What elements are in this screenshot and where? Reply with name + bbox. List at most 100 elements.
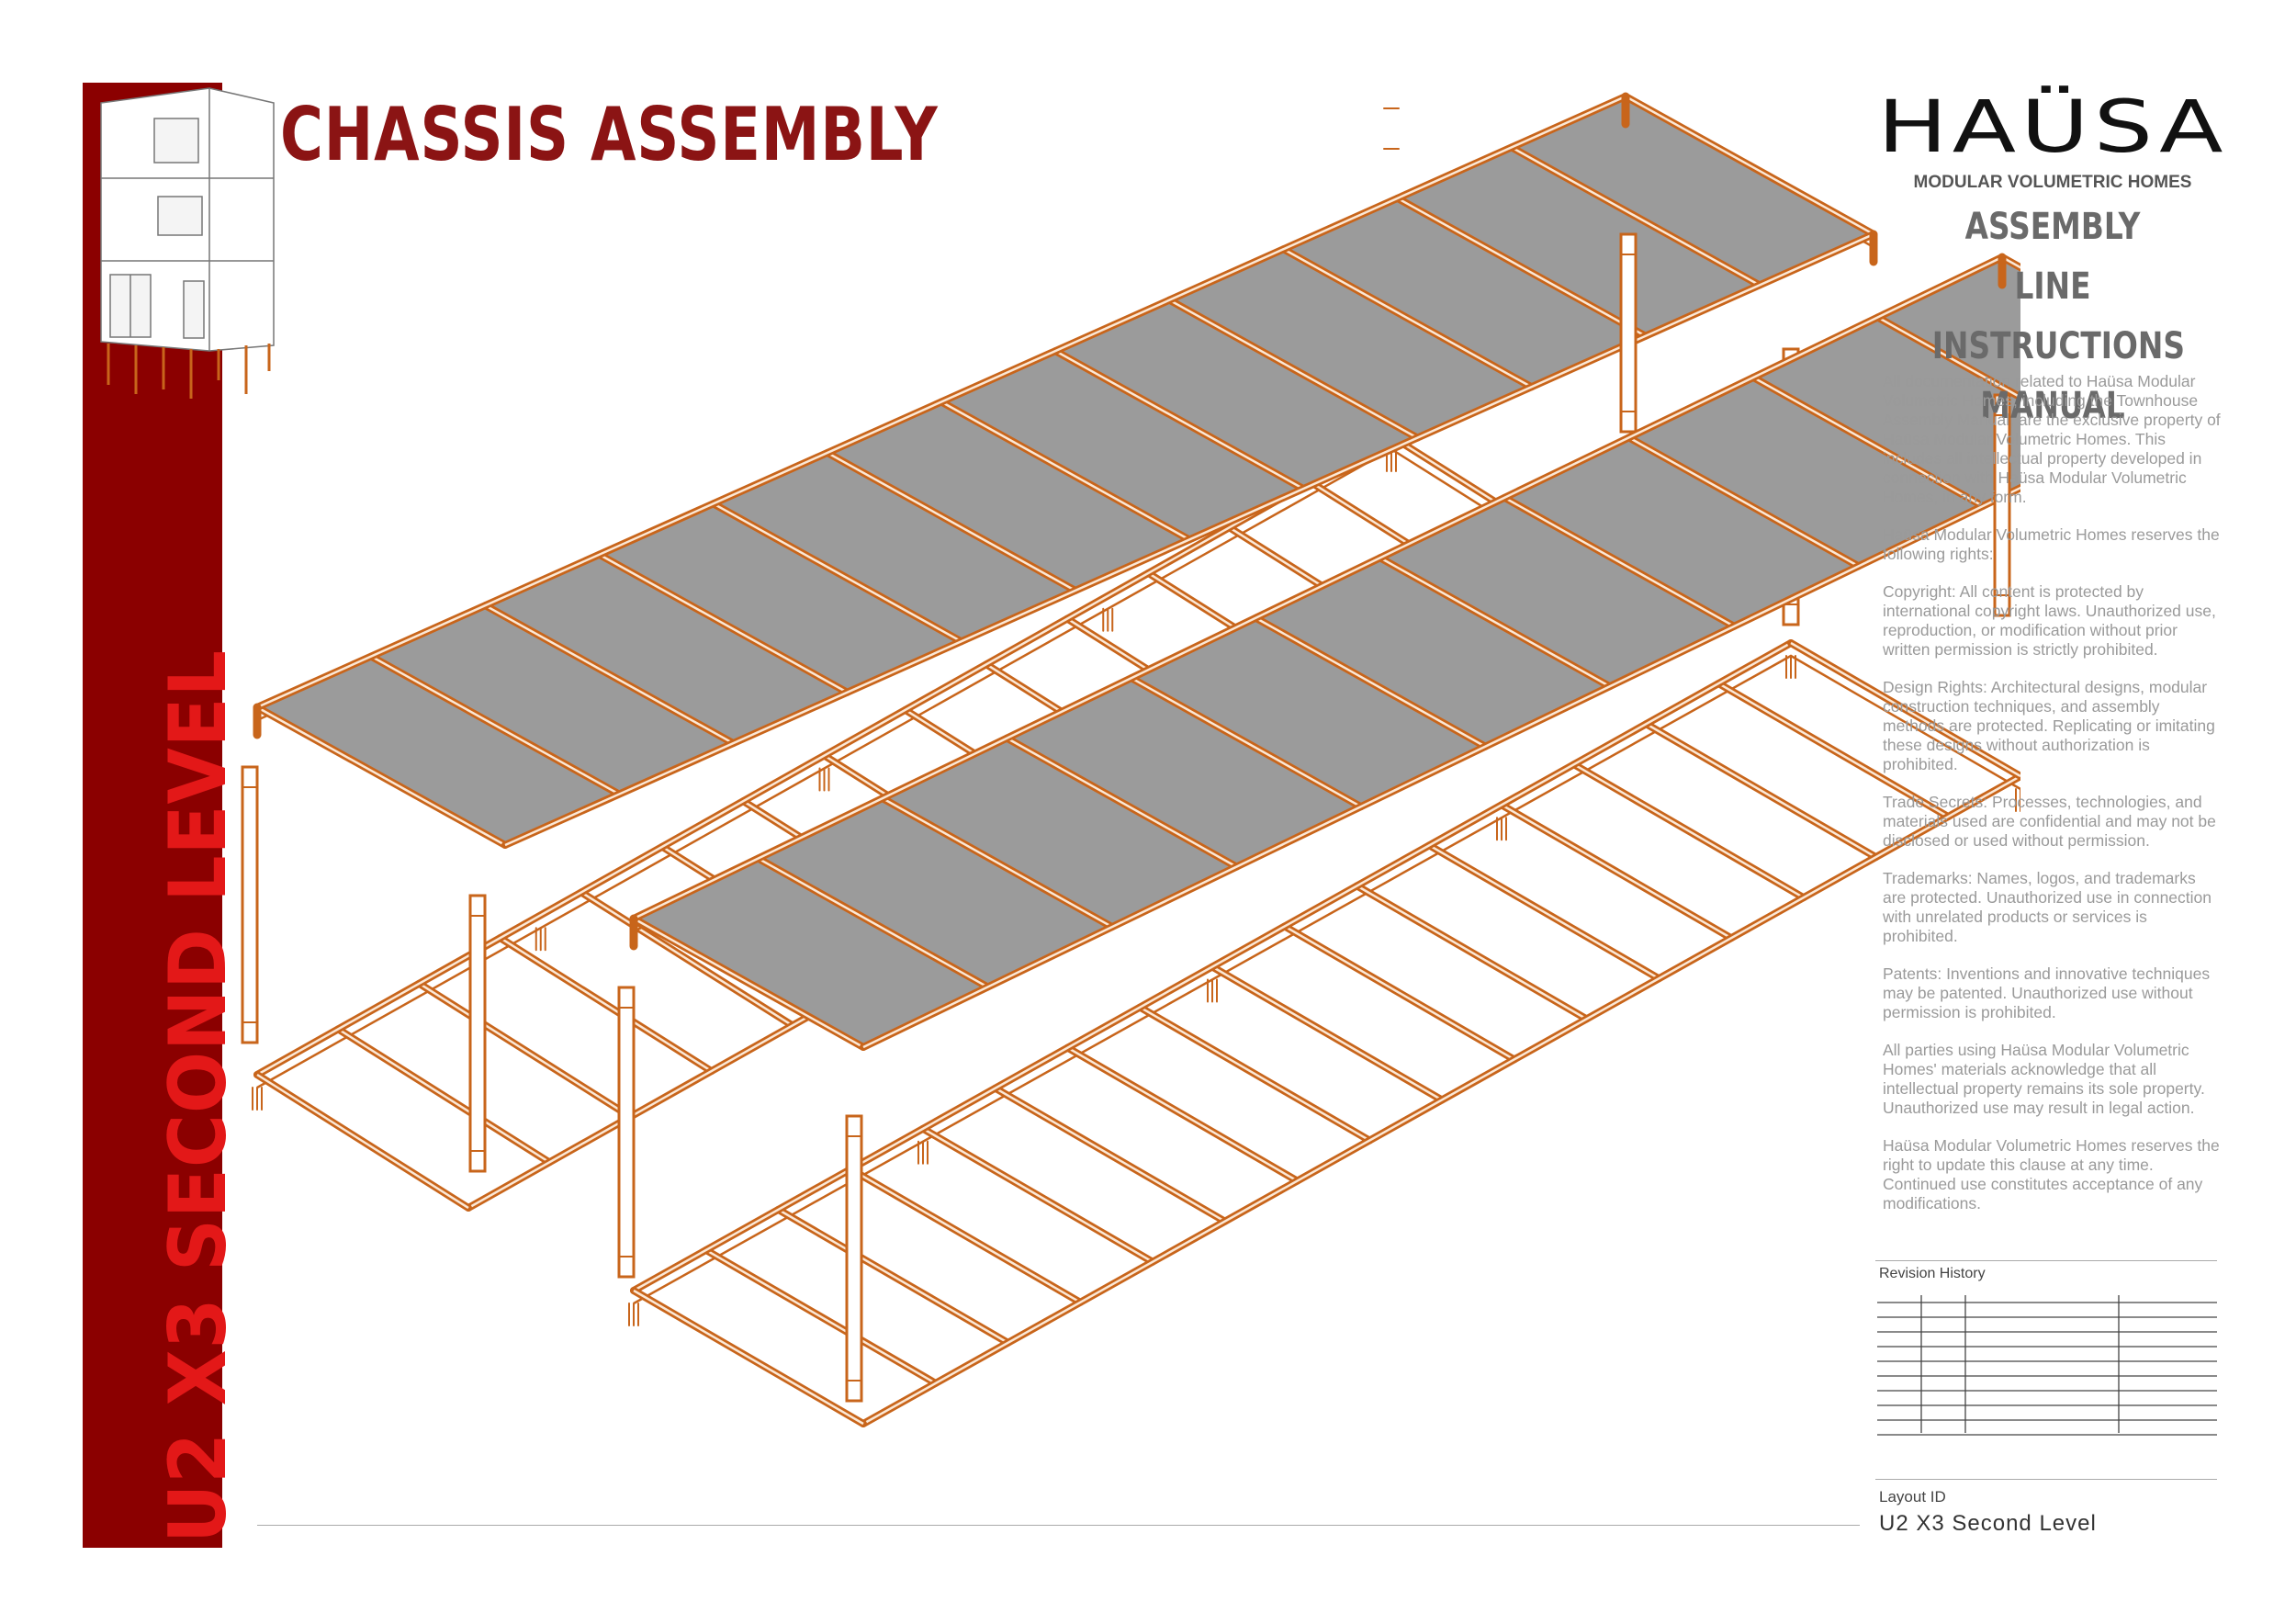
revision-history-table xyxy=(1877,1295,2217,1436)
front-roof-deck-joist xyxy=(633,917,864,1049)
rear-floor-frame-beam xyxy=(256,434,1392,1077)
rear-roof-deck-joist xyxy=(827,451,1076,592)
rear-floor-frame-joist xyxy=(580,891,793,1027)
front-floor-frame-joist xyxy=(1211,965,1443,1101)
rear-roof-deck-panel xyxy=(257,656,620,845)
rear-roof-deck-beam xyxy=(504,232,1874,847)
front-floor-frame-joist xyxy=(777,1208,1009,1344)
front-roof-deck-joist xyxy=(1628,436,1860,568)
front-post xyxy=(617,986,636,1279)
front-floor-frame-beam xyxy=(1790,641,2020,778)
rear-roof-deck-joist xyxy=(1054,349,1304,491)
rear-roof-deck-panel xyxy=(827,401,1189,591)
legal-paragraph: Haüsa Modular Volumetric Homes reserves … xyxy=(1883,1136,2220,1212)
front-floor-frame-joist xyxy=(1717,682,1949,818)
brand-logo: HAÜSA MODULAR VOLUMETRIC HOMES xyxy=(1877,92,2223,193)
bottom-rule xyxy=(257,1525,1860,1526)
rear-roof-deck-joist xyxy=(370,655,620,795)
rear-roof-deck-joist xyxy=(484,604,734,745)
rear-roof-deck-panel xyxy=(485,554,848,744)
manual-title-line: MANUAL xyxy=(1980,385,2125,427)
rear-roof-deck-panel xyxy=(1055,299,1418,490)
front-floor-frame-joist xyxy=(922,1127,1154,1263)
rear-roof-deck-joist xyxy=(1511,146,1761,287)
front-floor-frame-joist xyxy=(995,1087,1226,1223)
front-floor-frame-beam xyxy=(862,774,2020,1426)
rear-roof-deck-joist xyxy=(256,705,506,847)
manual-title: ASSEMBLY LINE INSTRUCTIONS MANUAL xyxy=(1931,197,2185,436)
revision-divider xyxy=(1875,1260,2217,1261)
front-floor-frame-joist xyxy=(850,1167,1081,1303)
front-roof-deck-panel xyxy=(1877,257,2020,398)
layout-id-label: Layout ID xyxy=(1879,1488,1946,1506)
rear-roof-deck-joist xyxy=(1282,248,1533,389)
front-floor-frame-joist xyxy=(1645,723,1877,859)
front-roof-deck-panel xyxy=(1628,377,1984,567)
front-post xyxy=(845,1114,863,1403)
legal-paragraph: All parties using Haüsa Modular Volumetr… xyxy=(1883,1041,2205,1117)
rear-roof-deck-panel xyxy=(1169,249,1532,438)
rear-roof-deck-joist xyxy=(1625,95,1874,236)
manual-title-line: ASSEMBLY LINE xyxy=(1964,206,2141,308)
front-roof-deck-joist xyxy=(1006,737,1237,868)
front-roof-deck-panel xyxy=(634,858,988,1047)
front-floor-frame-joist xyxy=(705,1248,937,1385)
front-roof-deck-panel xyxy=(1007,678,1361,867)
rear-floor-frame-beam xyxy=(256,1073,469,1210)
rear-post xyxy=(1619,232,1638,434)
rear-roof-deck-joist xyxy=(598,553,849,694)
revision-history-label: Revision History xyxy=(1879,1266,1986,1281)
legal-paragraph: Trademarks: Names, logos, and trademarks… xyxy=(1883,869,2212,945)
front-post xyxy=(1993,393,2011,617)
logo-wordmark: HAÜSA xyxy=(1877,86,2228,169)
rear-post xyxy=(241,765,259,1044)
rear-roof-deck-panel xyxy=(713,452,1075,642)
rear-roof-deck-panel xyxy=(1283,197,1646,388)
front-roof-deck-joist xyxy=(882,797,1113,929)
chassis-isometric-drawing xyxy=(241,92,2020,1427)
manual-title-line: INSTRUCTIONS xyxy=(1931,325,2185,367)
rear-roof-deck-panel xyxy=(1511,96,1874,286)
front-roof-deck-panel xyxy=(1255,558,1610,747)
rear-roof-deck-joist xyxy=(713,502,962,643)
rear-roof-deck-joist xyxy=(940,400,1190,541)
rear-floor-frame-joist xyxy=(499,937,713,1073)
legal-paragraph: Trade Secrets: Processes, technologies, … xyxy=(1883,793,2216,850)
front-floor-frame-joist xyxy=(1356,885,1588,1021)
house-thumbnail xyxy=(100,87,275,399)
rear-roof-deck-panel xyxy=(371,605,734,795)
front-roof-deck-joist xyxy=(1379,557,1611,688)
front-floor-frame-joist xyxy=(1139,1006,1370,1142)
front-roof-deck-joist xyxy=(1752,376,1984,507)
front-floor-frame-joist xyxy=(1284,925,1515,1061)
legal-notice: All documentation related to Haüsa Modul… xyxy=(1883,372,2223,1232)
front-roof-deck-joist xyxy=(1131,677,1362,808)
front-roof-deck-panel xyxy=(882,738,1237,928)
front-floor-frame-joist xyxy=(1501,804,1732,940)
front-roof-deck-panel xyxy=(1753,317,2020,506)
front-roof-deck-panel xyxy=(1504,437,1859,626)
rear-floor-frame-joist xyxy=(337,1028,550,1164)
front-floor-frame-beam xyxy=(633,1289,864,1426)
legal-paragraph: Copyright: All content is protected by i… xyxy=(1883,582,2216,659)
rear-roof-deck-beam xyxy=(256,95,1626,709)
front-roof-deck-panel xyxy=(758,798,1112,987)
rear-roof-deck-panel xyxy=(599,503,962,693)
rear-roof-deck-panel xyxy=(941,351,1304,540)
front-roof-deck-panel xyxy=(1131,617,1486,807)
front-roof-deck-joist xyxy=(1876,316,2020,399)
front-floor-frame-joist xyxy=(1428,844,1660,980)
layout-divider xyxy=(1875,1479,2217,1480)
legal-paragraph: All documentation related to Haüsa Modul… xyxy=(1883,372,2221,506)
front-roof-deck-joist xyxy=(757,857,989,988)
rear-post xyxy=(468,894,487,1173)
rear-roof-deck-joist xyxy=(1397,197,1647,337)
front-floor-frame-beam xyxy=(633,641,1792,1292)
front-roof-deck-joist xyxy=(1503,496,1735,627)
legal-paragraph: Haüsa Modular Volumetric Homes reserves … xyxy=(1883,525,2220,563)
legal-paragraph: Patents: Inventions and innovative techn… xyxy=(1883,964,2211,1021)
front-roof-deck-beam xyxy=(633,255,2003,920)
page-title: CHASSIS ASSEMBLY xyxy=(280,92,939,177)
legal-paragraph: Design Rights: Architectural designs, mo… xyxy=(1883,678,2215,773)
front-floor-frame-joist xyxy=(1573,763,1805,899)
